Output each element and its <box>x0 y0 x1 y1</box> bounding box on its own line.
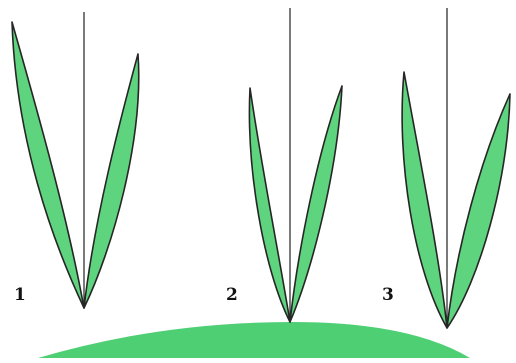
plant-1-left-leaf <box>11 21 85 309</box>
plant-1-right-leaf <box>83 53 140 309</box>
plant-2-left-leaf <box>248 87 291 323</box>
plant-2-right-leaf <box>289 85 343 323</box>
plant-3-label: 3 <box>382 285 394 305</box>
plant-3-left-leaf <box>401 71 448 329</box>
plant-2: 2 <box>226 8 343 323</box>
plant-1: 1 <box>11 12 140 309</box>
ground-mound <box>38 322 470 358</box>
plant-2-label: 2 <box>226 285 238 305</box>
plant-3: 3 <box>382 8 511 329</box>
plant-3-right-leaf <box>446 93 511 329</box>
plant-1-label: 1 <box>14 285 26 305</box>
